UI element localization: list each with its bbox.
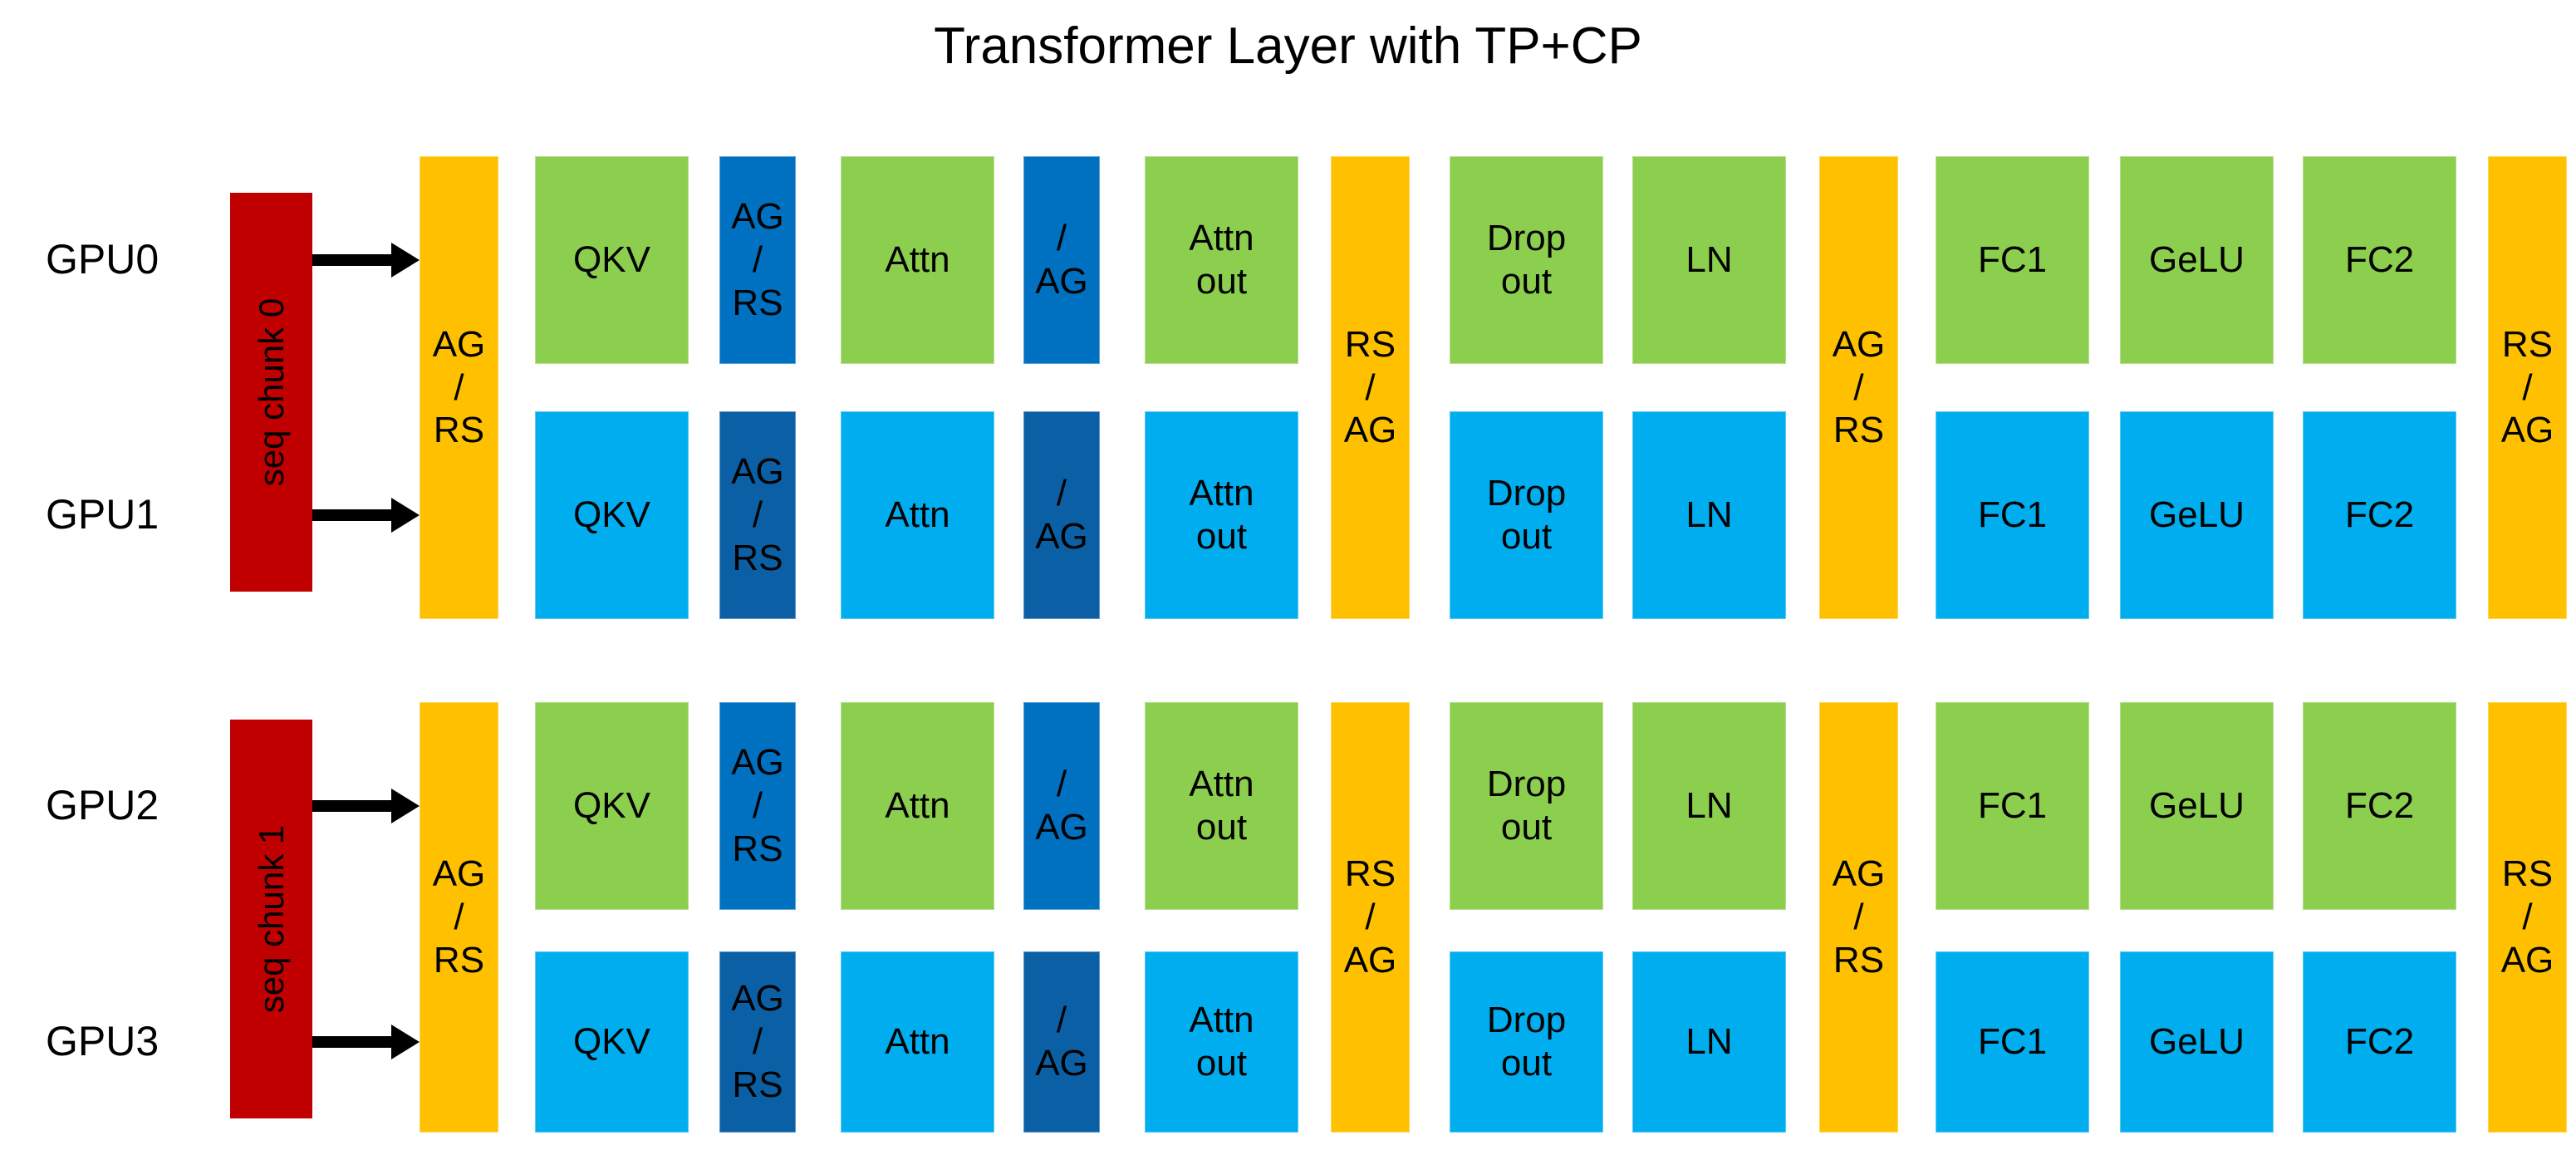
span-block-ag-/-rs[interactable]: AG / RS [420, 156, 498, 619]
block-qkv[interactable]: QKV [535, 702, 689, 910]
arrow-shaft [312, 509, 395, 521]
block-qkv[interactable]: QKV [535, 951, 689, 1133]
gpu-label-gpu2: GPU2 [46, 782, 159, 828]
block-fc2[interactable]: FC2 [2303, 156, 2456, 364]
gpu-label-gpu3: GPU3 [46, 1018, 159, 1064]
block-ln[interactable]: LN [1632, 702, 1786, 910]
block-ag-/-rs[interactable]: AG / RS [719, 411, 796, 619]
span-block-rs-/-ag[interactable]: RS / AG [1331, 156, 1410, 619]
span-block-ag-/-rs[interactable]: AG / RS [1819, 702, 1898, 1133]
block-ag-/-rs[interactable]: AG / RS [719, 156, 796, 364]
gpu-label-gpu0: GPU0 [46, 236, 159, 283]
block-gelu[interactable]: GeLU [2120, 702, 2274, 910]
block-ag-/-rs[interactable]: AG / RS [719, 951, 796, 1133]
span-block-ag-/-rs[interactable]: AG / RS [420, 702, 498, 1133]
block-attn[interactable]: Attn [841, 156, 994, 364]
block-gelu[interactable]: GeLU [2120, 951, 2274, 1133]
seq-chunk-box: seq chunk 0 [230, 193, 312, 592]
block-drop-out[interactable]: Drop out [1450, 951, 1603, 1133]
block-attn-out[interactable]: Attn out [1145, 951, 1298, 1133]
seq-chunk-label: seq chunk 1 [251, 824, 291, 1014]
span-block-rs-/-ag[interactable]: RS / AG [2488, 156, 2567, 619]
arrow-head [391, 243, 420, 278]
block-ag-/-rs[interactable]: AG / RS [719, 702, 796, 910]
block-fc1[interactable]: FC1 [1936, 411, 2089, 619]
block-qkv[interactable]: QKV [535, 411, 689, 619]
page-title: Transformer Layer with TP+CP [934, 17, 1642, 75]
arrow-head [391, 498, 420, 533]
block-fc1[interactable]: FC1 [1936, 951, 2089, 1133]
block-drop-out[interactable]: Drop out [1450, 411, 1603, 619]
seq-chunk-label: seq chunk 0 [251, 297, 291, 487]
block-attn[interactable]: Attn [841, 702, 994, 910]
span-block-ag-/-rs[interactable]: AG / RS [1819, 156, 1898, 619]
block-/-ag[interactable]: / AG [1023, 702, 1100, 910]
block-fc1[interactable]: FC1 [1936, 156, 2089, 364]
block-ln[interactable]: LN [1632, 951, 1786, 1133]
block-drop-out[interactable]: Drop out [1450, 702, 1603, 910]
arrow-head [391, 1025, 420, 1059]
block-/-ag[interactable]: / AG [1023, 411, 1100, 619]
block-attn-out[interactable]: Attn out [1145, 411, 1298, 619]
block-attn-out[interactable]: Attn out [1145, 156, 1298, 364]
gpu-label-gpu1: GPU1 [46, 491, 159, 538]
span-block-rs-/-ag[interactable]: RS / AG [1331, 702, 1410, 1133]
arrow-shaft [312, 800, 395, 812]
block-drop-out[interactable]: Drop out [1450, 156, 1603, 364]
seq-chunk-box: seq chunk 1 [230, 720, 312, 1118]
arrow-shaft [312, 254, 395, 266]
block-gelu[interactable]: GeLU [2120, 156, 2274, 364]
block-gelu[interactable]: GeLU [2120, 411, 2274, 619]
block-fc1[interactable]: FC1 [1936, 702, 2089, 910]
block-fc2[interactable]: FC2 [2303, 411, 2456, 619]
block-ln[interactable]: LN [1632, 156, 1786, 364]
block-/-ag[interactable]: / AG [1023, 951, 1100, 1133]
block-attn[interactable]: Attn [841, 951, 994, 1133]
arrow-head [391, 789, 420, 823]
block-ln[interactable]: LN [1632, 411, 1786, 619]
block-fc2[interactable]: FC2 [2303, 951, 2456, 1133]
block-attn-out[interactable]: Attn out [1145, 702, 1298, 910]
block-fc2[interactable]: FC2 [2303, 702, 2456, 910]
block-/-ag[interactable]: / AG [1023, 156, 1100, 364]
block-qkv[interactable]: QKV [535, 156, 689, 364]
arrow-shaft [312, 1036, 395, 1048]
span-block-rs-/-ag[interactable]: RS / AG [2488, 702, 2567, 1133]
block-attn[interactable]: Attn [841, 411, 994, 619]
